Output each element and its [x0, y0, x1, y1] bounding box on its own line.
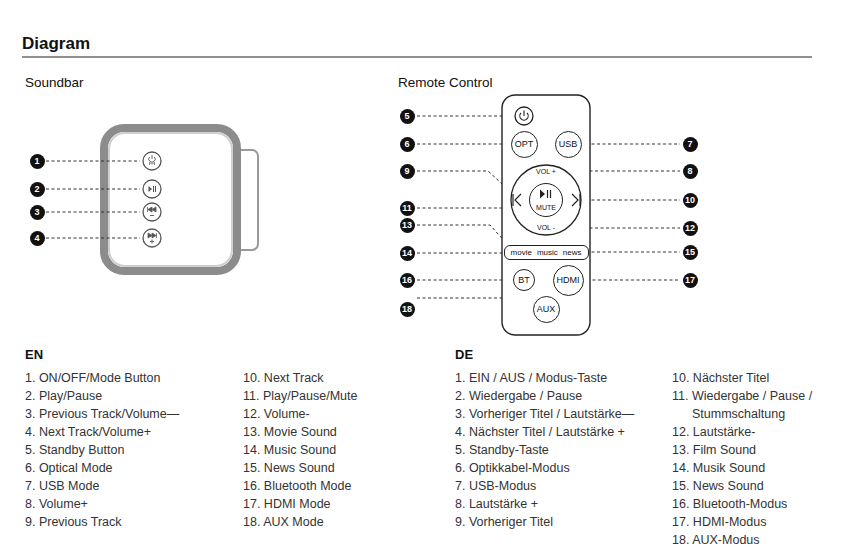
callout-number: 18: [400, 302, 415, 317]
callout-number: 15: [683, 245, 698, 260]
callout-number: 12: [683, 221, 698, 236]
mode-button: USB: [555, 131, 582, 158]
list-item: 1. ON/OFF/Mode Button: [25, 369, 230, 387]
list-item: 14. Musik Sound: [672, 459, 834, 477]
button-label: HDMI: [557, 275, 580, 285]
button-label: USB: [559, 139, 578, 149]
section-heading: Soundbar: [25, 75, 84, 90]
list-item: 2. Play/Pause: [25, 387, 230, 405]
list-item: 9. Previous Track: [25, 513, 230, 531]
callout-number: 6: [400, 137, 415, 152]
list-item: 4. Nächster Titel / Lautstärke +: [455, 423, 665, 441]
button-label: music: [537, 248, 558, 257]
list-item: 2. Wiedergabe / Pause: [455, 387, 665, 405]
button-label: BT: [518, 275, 530, 285]
mute-button: MUTE: [529, 183, 563, 217]
callout-number: 13: [400, 218, 415, 233]
title-rule: [22, 56, 812, 57]
mode-button: AUX: [533, 296, 560, 323]
list-item: 12. Lautstärke-: [672, 423, 834, 441]
section-heading: Remote Control: [398, 75, 493, 90]
list-item: 14. Music Sound: [243, 441, 438, 459]
list-item: 7. USB Mode: [25, 477, 230, 495]
legend-list-column: 1. EIN / AUS / Modus-Taste2. Wiedergabe …: [455, 369, 665, 531]
sound-mode-band: movie music news: [504, 245, 589, 260]
callout-number: 7: [683, 137, 698, 152]
list-item: 3. Previous Track/Volume—: [25, 405, 230, 423]
legend-list-column: 10. Nächster Titel11. Wiedergabe / Pause…: [672, 369, 834, 549]
callout-number: 9: [400, 164, 415, 179]
callout-number: 11: [400, 201, 415, 216]
list-item: 15. News Sound: [243, 459, 438, 477]
list-item: 7. USB-Modus: [455, 477, 665, 495]
list-item: 13. Movie Sound: [243, 423, 438, 441]
button-label: MUTE: [536, 204, 556, 211]
callout-number: 8: [683, 164, 698, 179]
callout-number: 5: [400, 109, 415, 124]
callout-number: 17: [683, 273, 698, 288]
button-label: OPT: [515, 139, 534, 149]
list-item: 8. Volume+: [25, 495, 230, 513]
mode-button: BT: [513, 269, 535, 291]
language-heading: DE: [455, 347, 473, 362]
list-item: 6. Optical Mode: [25, 459, 230, 477]
remote-drawing: [502, 95, 590, 335]
list-item: 9. Vorheriger Titel: [455, 513, 665, 531]
list-item: 18. AUX-Modus: [672, 531, 834, 549]
list-item: 17. HDMI-Modus: [672, 513, 834, 531]
callout-number: 1: [30, 154, 45, 169]
callout-number: 2: [30, 182, 45, 197]
button-label: news: [563, 248, 582, 257]
list-item: 8. Lautstärke +: [455, 495, 665, 513]
page-title: Diagram: [22, 34, 90, 54]
list-item: 6. Optikkabel-Modus: [455, 459, 665, 477]
soundbar-drawing: [104, 128, 258, 271]
button-label: AUX: [537, 304, 556, 314]
list-item: 1. EIN / AUS / Modus-Taste: [455, 369, 665, 387]
list-item: 5. Standby-Taste: [455, 441, 665, 459]
callout-number: 4: [30, 231, 45, 246]
list-item: 18. AUX Mode: [243, 513, 438, 531]
callout-number: 16: [400, 273, 415, 288]
callout-number: 3: [30, 205, 45, 220]
list-item: 5. Standby Button: [25, 441, 230, 459]
legend-list-column: 1. ON/OFF/Mode Button2. Play/Pause3. Pre…: [25, 369, 230, 531]
list-item: 16. Bluetooth-Modus: [672, 495, 834, 513]
legend-list-column: 10. Next Track11. Play/Pause/Mute12. Vol…: [243, 369, 438, 531]
list-item: 11. Play/Pause/Mute: [243, 387, 438, 405]
callout-number: 14: [400, 246, 415, 261]
list-item: 4. Next Track/Volume+: [25, 423, 230, 441]
language-heading: EN: [25, 347, 43, 362]
list-item: 12. Volume-: [243, 405, 438, 423]
list-item: 17. HDMI Mode: [243, 495, 438, 513]
list-item: 10. Next Track: [243, 369, 438, 387]
button-label: movie: [511, 248, 532, 257]
mode-button: OPT: [511, 131, 538, 158]
list-item: 10. Nächster Titel: [672, 369, 834, 387]
list-item: 11. Wiedergabe / Pause / Stummschaltung: [672, 387, 834, 423]
list-item: 3. Vorheriger Titel / Lautstärke—: [455, 405, 665, 423]
volume-label: VOL +: [536, 168, 556, 175]
volume-label: VOL -: [537, 224, 555, 231]
list-item: 16. Bluetooth Mode: [243, 477, 438, 495]
mode-button: HDMI: [553, 265, 584, 296]
list-item: 15. News Sound: [672, 477, 834, 495]
list-item: 13. Film Sound: [672, 441, 834, 459]
callout-number: 10: [683, 193, 698, 208]
